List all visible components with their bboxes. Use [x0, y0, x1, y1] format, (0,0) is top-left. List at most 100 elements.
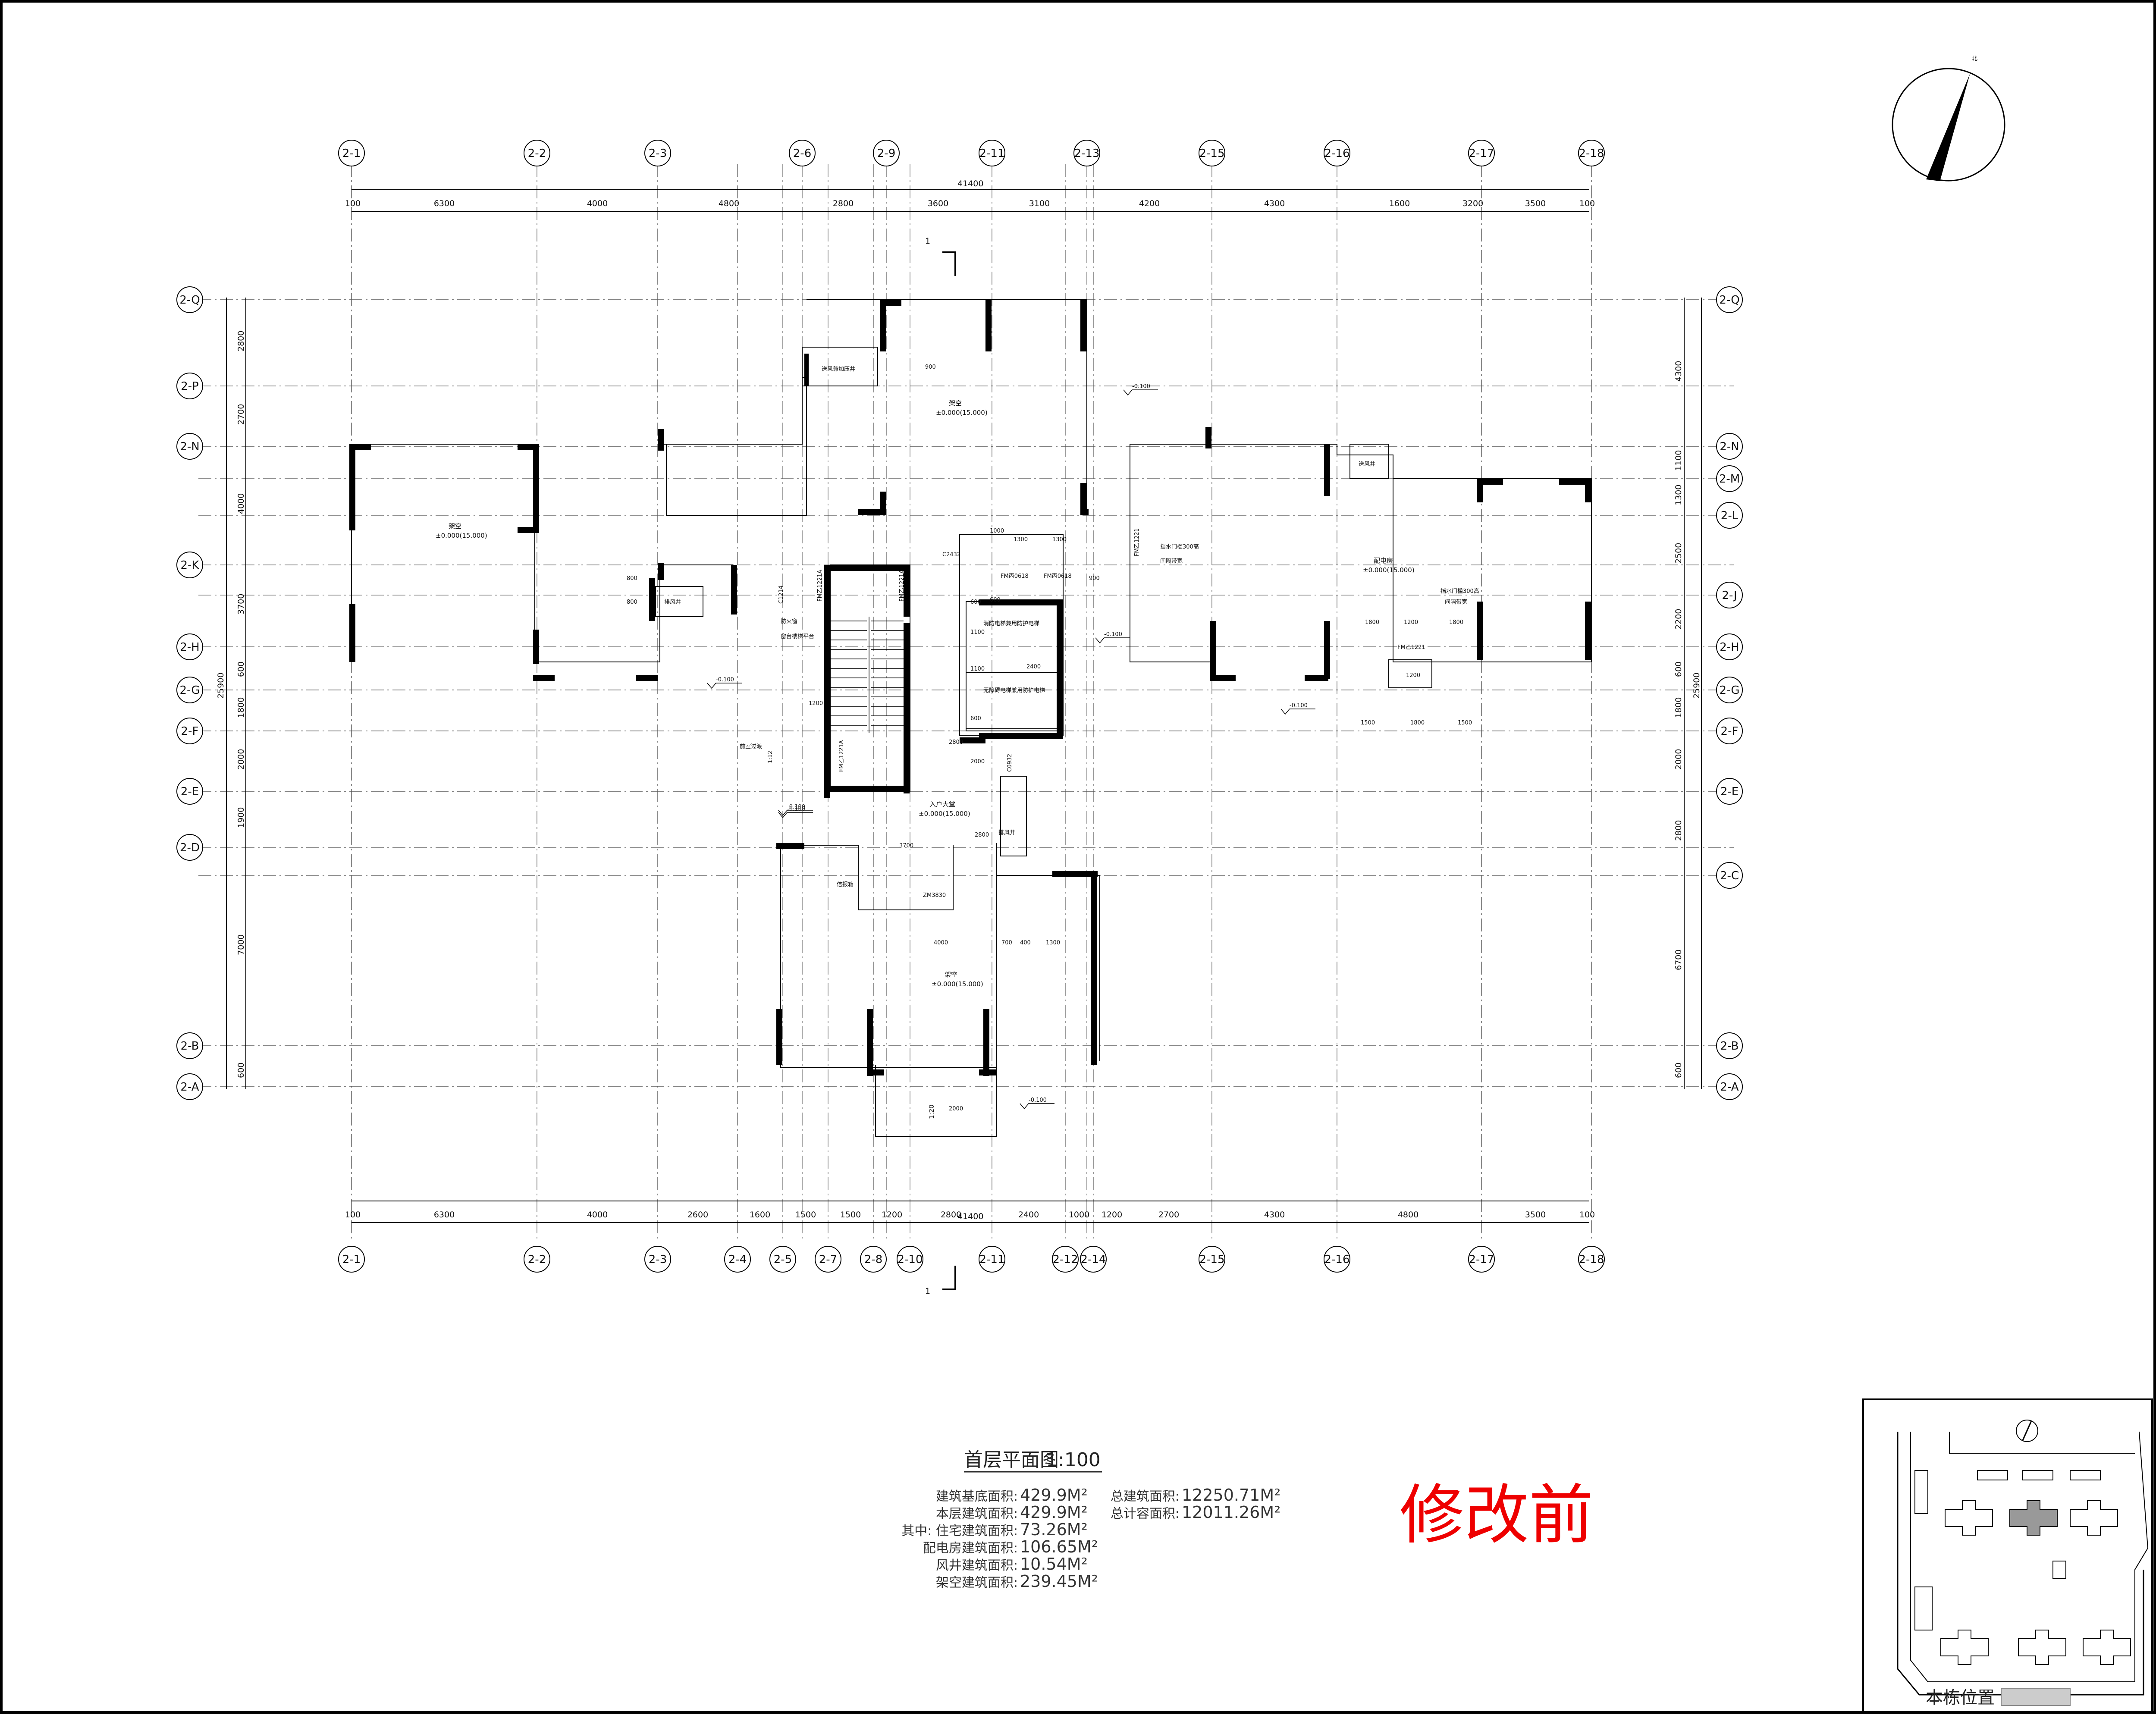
top-dimension-string: 41400 — [351, 179, 1589, 212]
top-dimension: 3200 — [1462, 199, 1483, 208]
door-label: FM乙1221A — [817, 570, 823, 602]
interior-dimension: 1800 — [1449, 619, 1463, 626]
grid-bubble-label: 2-11 — [979, 1253, 1004, 1266]
top-dimension: 4800 — [719, 199, 739, 208]
grid-bubble — [1578, 1246, 1605, 1273]
level-value: -0.100 — [1132, 383, 1150, 390]
grid-bubble — [1578, 140, 1605, 166]
grid-bubble — [1716, 862, 1743, 889]
grid-bubble — [789, 140, 816, 166]
grid-bubble — [176, 552, 203, 578]
level-symbol — [707, 683, 742, 689]
level-value: -0.100 — [1104, 631, 1122, 638]
level-symbol — [1280, 709, 1315, 715]
grid-bubble-label: 2-Q — [1719, 294, 1739, 307]
bottom-dimension: 2400 — [1018, 1210, 1039, 1220]
drawing-title: 首层平面图 — [964, 1449, 1059, 1471]
grid-bubble-label: 2-15 — [1199, 147, 1224, 160]
door-label: FM丙0618 — [1001, 573, 1029, 580]
stat-value: 429.9M² — [1020, 1486, 1088, 1505]
grid-bubble-label: 2-C — [1720, 869, 1739, 882]
stat-label: 其中: 住宅建筑面积: — [901, 1524, 1018, 1539]
grid-bubble — [176, 778, 203, 805]
interior-dimension: 1800 — [1410, 720, 1425, 726]
ramp-label: 1:20 — [928, 1104, 935, 1119]
north-arrow-needle — [1926, 73, 1970, 181]
section-mark-bottom-label: 1 — [925, 1286, 930, 1296]
stat-label: 配电房建筑面积: — [923, 1541, 1018, 1556]
room-overhead-bottom: 架空 — [945, 971, 957, 978]
grid-bubble-label: 2-P — [181, 380, 199, 393]
right-dimension: 2800 — [1674, 820, 1683, 841]
grid-bubble — [1716, 677, 1743, 703]
right-dimension-values: 4300110013002500220060018002000280067006… — [1674, 361, 1683, 1078]
grid-bubble — [979, 140, 1005, 166]
room-overhead-bottom-level: ±0.000(15.000) — [932, 980, 983, 988]
ramps: 1:12 1:20 — [767, 751, 935, 1119]
location-legend-swatch — [2001, 1688, 2071, 1706]
stat-value: 106.65M² — [1020, 1537, 1098, 1556]
stat-value: 10.54M² — [1020, 1555, 1088, 1574]
bottom-dimension: 4000 — [587, 1210, 608, 1220]
level-value: -0.100 — [1029, 1097, 1047, 1104]
bottom-dimension: 1600 — [750, 1210, 770, 1220]
right-dimension: 2200 — [1674, 609, 1683, 630]
top-dimension: 3600 — [928, 199, 948, 208]
interior-dimension: 2000 — [949, 1106, 963, 1112]
section-mark-bottom: 1 — [925, 1266, 956, 1296]
grid-bubble-label: 2-K — [181, 559, 200, 572]
notes: 挡水门槛300高 间隔带宽 挡水门槛300高 间隔带宽 — [1160, 543, 1479, 605]
bottom-dimension: 2700 — [1158, 1210, 1179, 1220]
north-label: 北 — [1972, 56, 1977, 62]
door-label: C0932 — [1007, 754, 1013, 772]
room-pressurize-shaft: 送风兼加压井 — [822, 366, 855, 373]
top-dimension: 1600 — [1389, 199, 1410, 208]
grid-bubble — [1716, 433, 1743, 460]
grid-bubble-label: 2-16 — [1324, 147, 1349, 160]
north-arrow: 北 — [1892, 56, 2005, 182]
north-arrow-circle — [1892, 68, 2005, 182]
grid-bubble-label: 2-E — [181, 785, 199, 798]
left-dimension-string: 25900 — [216, 298, 246, 1089]
right-dimension: 600 — [1674, 1063, 1683, 1078]
left-dimension: 2700 — [236, 404, 246, 425]
stat-label: 总计容面积: — [1111, 1506, 1180, 1521]
interior-dimension: 400 — [1020, 940, 1031, 946]
level-value: -0.100 — [1290, 702, 1308, 709]
grid-bubble — [1716, 286, 1743, 313]
bottom-total-dimension: 41400 — [957, 1212, 983, 1221]
grid-bubble — [338, 1246, 365, 1273]
grid-bubble — [979, 1246, 1005, 1273]
grid-bubble-label: 2-17 — [1469, 1253, 1494, 1266]
left-dimension: 7000 — [236, 934, 246, 955]
grid-bubble — [815, 1246, 841, 1273]
interior-dimension: 600 — [970, 715, 981, 722]
level-value: -0.100 — [716, 677, 734, 683]
grid-bubble-label: 2-18 — [1579, 1253, 1604, 1266]
grid-bubble — [860, 1246, 887, 1273]
grid-bubble — [724, 1246, 751, 1273]
interior-dimension: 1200 — [1406, 672, 1420, 679]
grid-bubble-label: 2-1 — [342, 147, 361, 160]
stat-value: 239.45M² — [1020, 1572, 1098, 1591]
note-threshold-2: 挡水门槛300高 — [1440, 588, 1479, 595]
grid-bubble — [1324, 140, 1350, 166]
grid-bubble-label: 2-E — [1720, 785, 1739, 798]
door-label: FM乙1221A — [899, 570, 905, 602]
top-dimension: 4000 — [587, 199, 608, 208]
top-dimension: 2800 — [833, 199, 854, 208]
stat-value: 73.26M² — [1020, 1520, 1088, 1539]
grid-bubble-label: 2-A — [180, 1081, 199, 1094]
interior-dimension: 1300 — [1014, 536, 1028, 543]
interior-dimension: 2800 — [975, 832, 989, 838]
right-dimension: 2500 — [1674, 543, 1683, 564]
right-dimension: 600 — [1674, 662, 1683, 677]
level-value: -0.100 — [787, 806, 805, 812]
grid-bubble-label: 2-3 — [649, 147, 667, 160]
grid-bubble — [176, 286, 203, 313]
note-band-1: 间隔带宽 — [1160, 558, 1183, 564]
grid-bubble-label: 2-L — [1721, 509, 1739, 522]
door-label: C2432 — [942, 552, 960, 558]
